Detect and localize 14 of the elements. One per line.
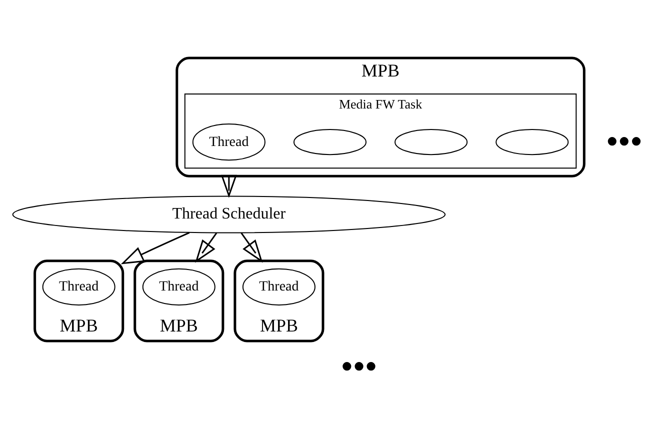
node-ellipse <box>394 128 468 155</box>
arrow <box>120 232 190 264</box>
node-ellipse: Thread <box>242 268 316 305</box>
node-ellipse: Thread <box>42 268 116 305</box>
arrow <box>195 232 218 262</box>
node-ellipse <box>496 128 569 155</box>
node-ellipse: Thread <box>142 268 216 305</box>
node-ellipse: Thread Scheduler <box>12 195 446 233</box>
node-ellipse <box>293 128 367 155</box>
arrow <box>240 232 263 262</box>
label: ●●● <box>340 354 378 376</box>
arrow <box>220 174 237 198</box>
node-ellipse: Thread <box>192 123 266 160</box>
label: ●●● <box>606 130 642 152</box>
